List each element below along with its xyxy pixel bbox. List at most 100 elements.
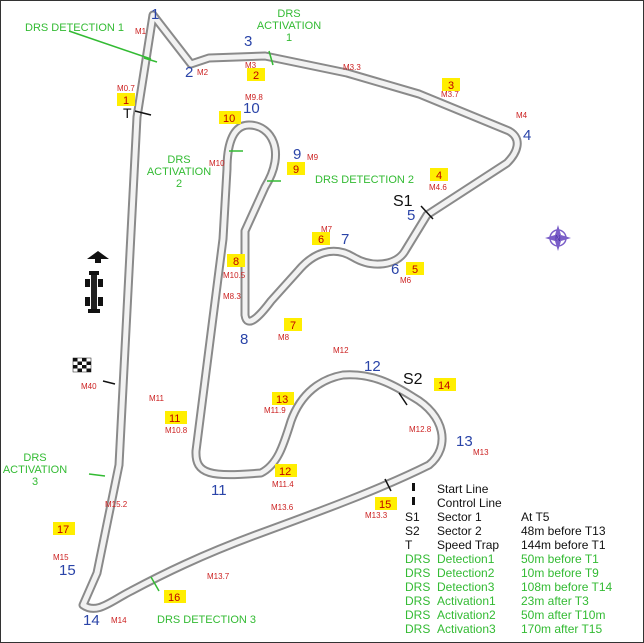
drs-detection-2-label: DRS DETECTION 2 [315, 174, 414, 186]
distance-marker: M8.3 [223, 292, 241, 301]
distance-marker: M9 [307, 153, 319, 162]
turn-number: 2 [185, 64, 193, 81]
legend-value: 170m after T15 [521, 622, 602, 636]
corner-badge-number: 17 [57, 524, 69, 536]
corner-badge-number: 4 [436, 170, 442, 182]
turn-number: 7 [341, 231, 349, 248]
turn-number: 15 [59, 562, 76, 579]
distance-marker: M4 [516, 111, 528, 120]
distance-marker: M8 [278, 333, 290, 342]
legend-key: S1 [405, 510, 420, 524]
turn-number: 1 [151, 6, 159, 23]
turn-number: 10 [243, 100, 260, 117]
distance-marker: M12.8 [409, 425, 432, 434]
drs-activation-3-label: ACTIVATION [3, 464, 67, 476]
corner-badge [406, 262, 424, 275]
corner-badge-number: 6 [318, 234, 324, 246]
corner-badge [375, 497, 397, 510]
legend-label: Activation1 [437, 594, 496, 608]
distance-marker: M0.7 [117, 84, 135, 93]
corner-badge [434, 378, 456, 391]
race-car-icon [85, 271, 103, 313]
turn-number: 12 [364, 358, 381, 375]
corner-badge [284, 318, 302, 331]
distance-marker: M15.2 [105, 500, 128, 509]
distance-marker: M3.7 [441, 90, 459, 99]
turn-number: 4 [523, 127, 531, 144]
distance-marker: M11 [149, 394, 165, 403]
turn-number: 3 [244, 33, 252, 50]
legend-key: DRS [405, 580, 430, 594]
track [78, 10, 522, 613]
legend-value: 48m before T13 [521, 524, 606, 538]
legend-value: 108m before T14 [521, 580, 612, 594]
corner-badge-number: 13 [276, 394, 288, 406]
corner-badge [442, 78, 460, 91]
legend-value: 10m before T9 [521, 566, 599, 580]
corner-badge [165, 411, 187, 424]
legend-key: DRS [405, 594, 430, 608]
drs-activation-2-label: DRS [167, 154, 190, 166]
sector1-label: S1 [393, 193, 413, 210]
corner-badge-number: 10 [223, 113, 235, 125]
turn-number: 9 [293, 146, 301, 163]
sector2-label: S2 [403, 371, 423, 388]
legend-label: Detection2 [437, 566, 495, 580]
drs-activation-1-label: ACTIVATION [257, 20, 321, 32]
drs-activation-1-label: DRS [277, 8, 300, 20]
control-line-icon [412, 497, 415, 505]
corner-badge [117, 93, 135, 106]
start-line-icon [412, 483, 415, 491]
timing-lines [102, 110, 434, 492]
corner-badge-number: 7 [290, 320, 296, 332]
corner-badge [247, 68, 265, 81]
legend-key: DRS [405, 566, 430, 580]
legend-value: 144m before T1 [521, 538, 606, 552]
corner-badge [227, 254, 245, 267]
distance-marker: M12 [333, 346, 349, 355]
speed-trap-label: T [123, 105, 132, 121]
distance-marker: M14 [111, 616, 127, 625]
corner-badge-number: 16 [168, 592, 180, 604]
distance-marker: M13 [473, 448, 489, 457]
legend-key: DRS [405, 608, 430, 622]
drs-activation-3-label: 3 [32, 476, 38, 488]
corner-badge [219, 111, 241, 124]
distance-marker: M3.3 [343, 63, 361, 72]
distance-marker: M10.8 [165, 426, 188, 435]
legend-key: T [405, 538, 413, 552]
legend-value: 23m after T3 [521, 594, 589, 608]
corner-badge-number: 8 [233, 256, 239, 268]
legend-label: Control Line [437, 496, 502, 510]
distance-marker: M11.4 [272, 480, 294, 489]
turn-number: 6 [391, 261, 399, 278]
distance-marker: M10 [209, 159, 225, 168]
distance-marker: M9.8 [245, 93, 263, 102]
drs-lines [68, 30, 281, 592]
legend-label: Sector 2 [437, 524, 482, 538]
legend-label: Activation3 [437, 622, 496, 636]
corner-badge-number: 3 [448, 80, 454, 92]
corner-badge [272, 392, 294, 405]
turn-number: 11 [211, 482, 227, 499]
drs-detection-1-label: DRS DETECTION 1 [25, 22, 124, 34]
legend-label: Activation2 [437, 608, 496, 622]
turn-number: 13 [456, 433, 473, 450]
turn-number: 8 [240, 331, 248, 348]
distance-marker: M13.3 [365, 511, 388, 520]
turn-number: 5 [407, 207, 415, 224]
legend-label: Start Line [437, 482, 489, 496]
legend-value: 50m before T1 [521, 552, 599, 566]
distance-marker: M13.7 [207, 572, 230, 581]
distance-marker: M10.5 [223, 271, 246, 280]
legend-label: Speed Trap [437, 538, 499, 552]
drs-activation-1-label: 1 [286, 32, 292, 44]
corner-badge-number: 11 [169, 413, 180, 425]
distance-marker: M1 [135, 27, 147, 36]
corner-badge-number: 9 [293, 164, 299, 176]
distance-marker: M4.6 [429, 183, 447, 192]
